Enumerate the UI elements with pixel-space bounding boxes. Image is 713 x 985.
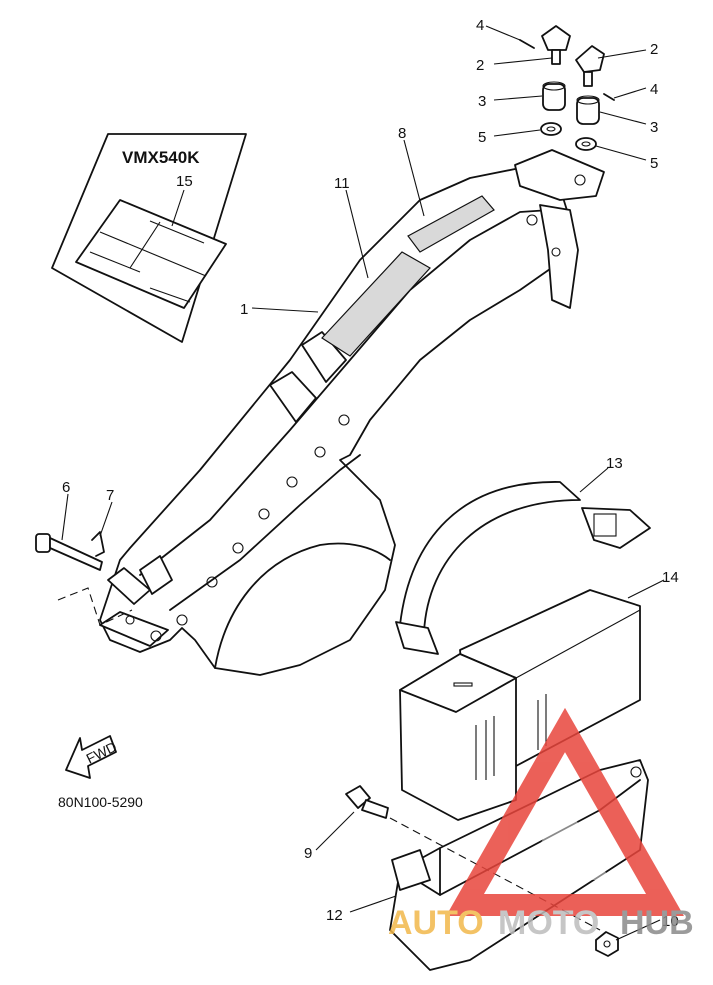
callout-numbers: 1 2 2 3 3 4 4 5 5 6 7 8 9 10 11 12 13 14… <box>62 17 679 930</box>
decal-8 <box>407 195 495 253</box>
callout-5-right: 5 <box>650 155 658 172</box>
fwd-label: FWD <box>84 738 120 766</box>
watermark-triangle <box>446 707 684 916</box>
callout-14: 14 <box>662 569 679 586</box>
bolt-9 <box>345 785 389 819</box>
callout-13: 13 <box>606 455 623 472</box>
callout-3-right: 3 <box>650 119 658 136</box>
callout-5-left: 5 <box>478 129 486 146</box>
bolt-6 <box>35 533 103 571</box>
nut-10 <box>595 931 619 957</box>
callout-9: 9 <box>304 845 312 862</box>
watermark-text-moto: MOTO <box>498 904 599 942</box>
watermark-text-hub: HUB <box>620 904 694 942</box>
damper-left-3 <box>542 81 566 111</box>
bolt-6-axis-line <box>57 587 133 626</box>
watermark-text-auto: AUTO <box>388 904 484 942</box>
pin-right-4 <box>603 93 615 101</box>
clip-7 <box>91 531 105 557</box>
automotohub-watermark: AUTO MOTO HUB <box>388 707 694 942</box>
watermark-triangle-inner <box>520 800 610 880</box>
callout-2-right: 2 <box>650 41 658 58</box>
model-inset-panel: VMX540K <box>51 133 247 343</box>
callout-10: 10 <box>662 913 679 930</box>
decal-11 <box>321 251 431 357</box>
fender-mounting-holes <box>144 414 350 626</box>
callout-8: 8 <box>398 125 406 142</box>
band-strap-13 <box>395 481 651 655</box>
callout-1: 1 <box>240 301 248 318</box>
callout-6: 6 <box>62 479 70 496</box>
pin-left-4 <box>519 39 535 49</box>
decal-sheet-15 <box>75 199 227 309</box>
callout-12: 12 <box>326 907 343 924</box>
callout-11: 11 <box>334 175 350 192</box>
washer-right-5 <box>575 137 597 151</box>
diagram-code: 80N100-5290 <box>58 794 143 810</box>
leader-lines <box>61 25 665 941</box>
battery-box-14 <box>399 589 641 821</box>
model-label: VMX540K <box>122 148 200 167</box>
fwd-arrow: FWD <box>65 735 120 779</box>
callout-2-left: 2 <box>476 57 484 74</box>
callout-4-right: 4 <box>650 81 658 98</box>
cap-bolt-left-2 <box>541 25 571 65</box>
washer-left-5 <box>540 122 562 136</box>
rear-fender <box>99 149 605 676</box>
callout-7: 7 <box>106 487 114 504</box>
damper-right-3 <box>576 95 600 125</box>
cap-bolt-right-2 <box>575 45 605 87</box>
callout-15: 15 <box>176 173 193 190</box>
callout-4-left: 4 <box>476 17 484 34</box>
callout-3-left: 3 <box>478 93 486 110</box>
